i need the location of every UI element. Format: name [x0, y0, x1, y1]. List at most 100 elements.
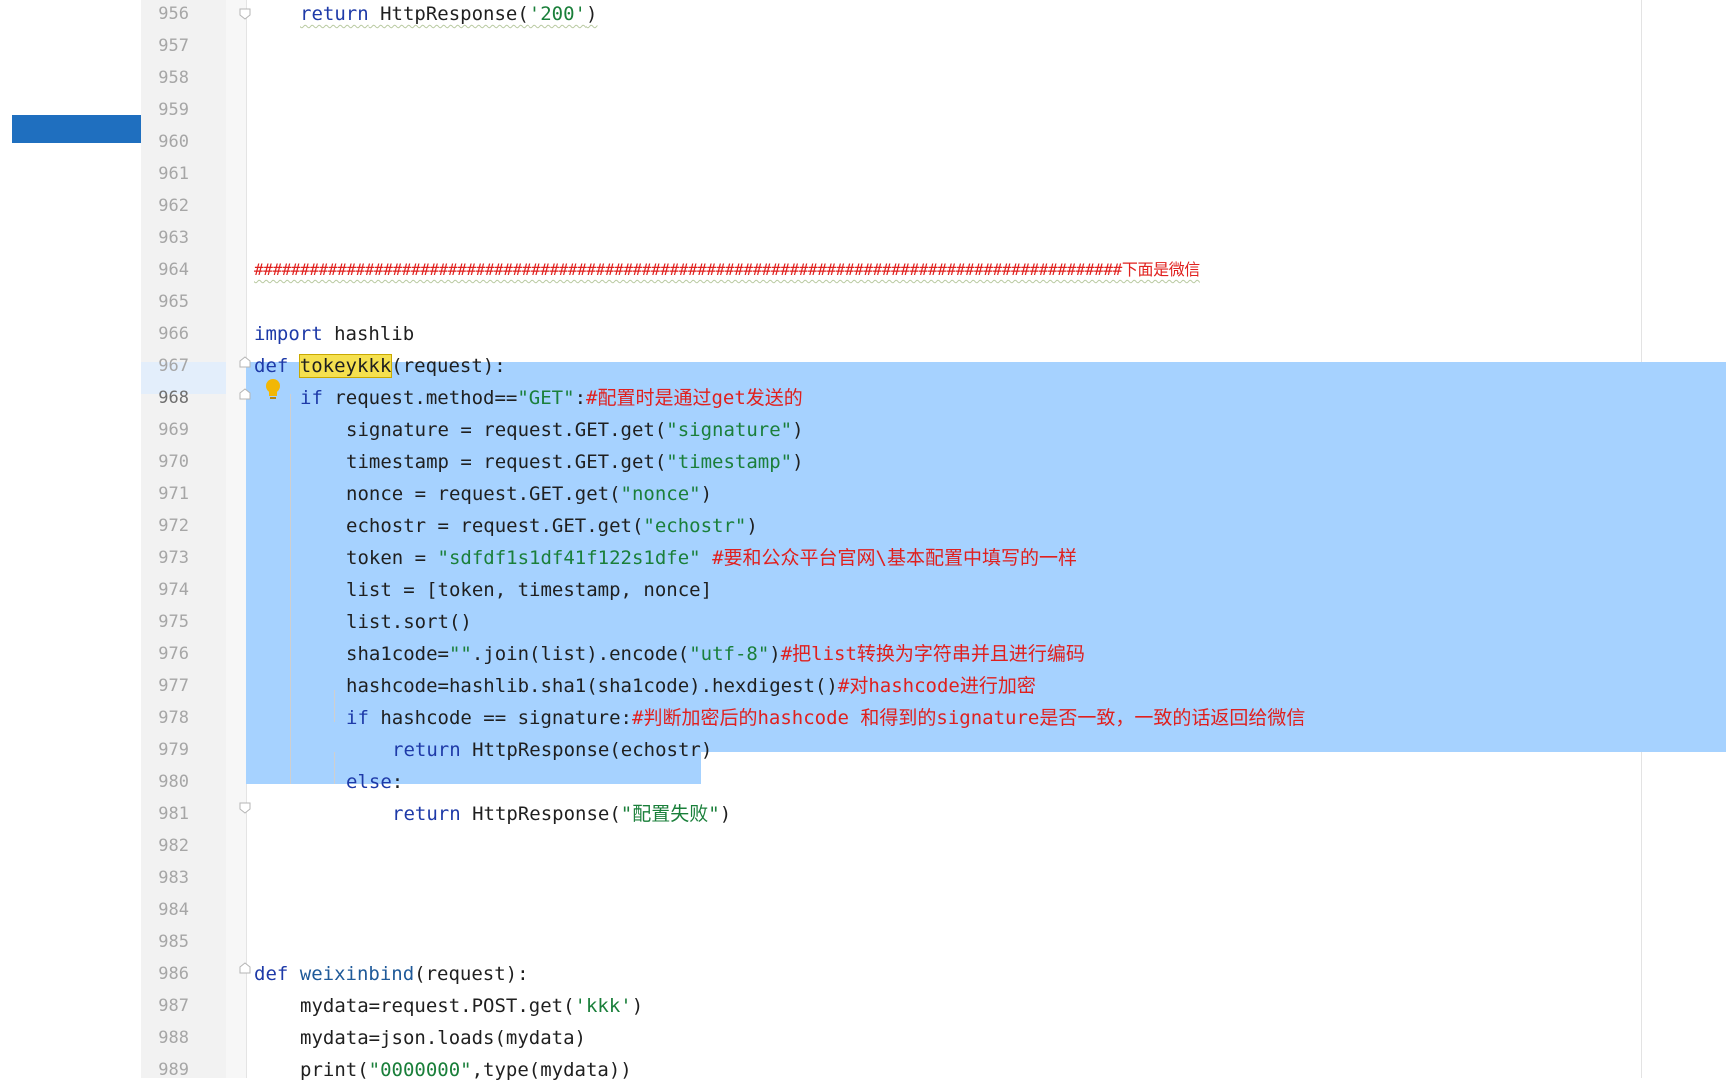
- line-number: 960: [158, 132, 189, 152]
- string-literal: "sdfdf1s1df41f122s1dfe": [437, 547, 701, 569]
- fold-marker-icon[interactable]: [239, 388, 251, 400]
- line-number: 988: [158, 1028, 189, 1048]
- line-number: 989: [158, 1060, 189, 1080]
- left-panel-selected-item[interactable]: [12, 115, 141, 143]
- code-text: nonce = request.GET.get(: [346, 483, 621, 505]
- code-line-969[interactable]: signature = request.GET.get("signature"): [346, 414, 804, 446]
- code-line-978[interactable]: if hashcode == signature:#判断加密后的hashcode…: [346, 702, 1305, 734]
- code-line-981[interactable]: return HttpResponse("配置失败"): [392, 798, 731, 830]
- line-number: 957: [158, 36, 189, 56]
- code-text: token =: [346, 547, 438, 569]
- code-text: timestamp = request.GET.get(: [346, 451, 667, 473]
- line-number: 984: [158, 900, 189, 920]
- string-literal: "timestamp": [666, 451, 793, 473]
- line-number: 977: [158, 676, 189, 696]
- code-line-966[interactable]: import hashlib: [254, 318, 414, 350]
- code-line-975[interactable]: list.sort(): [346, 606, 472, 638]
- left-panel-edge: [0, 0, 141, 1078]
- code-line-973[interactable]: token = "sdfdf1s1df41f122s1dfe" #要和公众平台官…: [346, 542, 1077, 574]
- code-text: hashcode == signature:: [368, 707, 632, 729]
- code-text: HttpResponse(: [368, 3, 529, 25]
- line-number: 958: [158, 68, 189, 88]
- string-literal: "0000000": [368, 1059, 472, 1081]
- code-line-968[interactable]: if request.method=="GET":#配置时是通过get发送的: [300, 382, 803, 414]
- line-number: 959: [158, 100, 189, 120]
- code-text: sha1code=: [346, 643, 449, 665]
- line-number: 974: [158, 580, 189, 600]
- code-line-980[interactable]: else:: [346, 766, 403, 798]
- code-text: hashcode=hashlib.sha1(sha1code).hexdiges…: [346, 675, 838, 697]
- line-number: 985: [158, 932, 189, 952]
- code-text: echostr = request.GET.get(: [346, 515, 644, 537]
- string-literal: "nonce": [620, 483, 701, 505]
- code-text: :: [574, 387, 587, 409]
- keyword: if: [346, 707, 369, 729]
- line-number: 979: [158, 740, 189, 760]
- fold-marker-icon[interactable]: [239, 802, 251, 814]
- code-line-989[interactable]: print("0000000",type(mydata)): [300, 1054, 632, 1086]
- code-text: ): [631, 995, 644, 1017]
- code-text: ): [769, 643, 781, 665]
- line-number: 963: [158, 228, 189, 248]
- code-line-967[interactable]: def tokeykkk(request):: [254, 350, 506, 382]
- comment: #要和公众平台官网\基本配置中填写的一样: [700, 547, 1077, 569]
- keyword: return: [392, 739, 461, 761]
- comment: 下面是微信: [1121, 260, 1200, 279]
- code-line-988[interactable]: mydata=json.loads(mydata): [300, 1022, 586, 1054]
- code-line-976[interactable]: sha1code="".join(list).encode("utf-8")#把…: [346, 638, 1085, 670]
- line-number: 964: [158, 260, 189, 280]
- code-text: ): [746, 515, 758, 537]
- code-text: ): [792, 451, 804, 473]
- string-literal: "": [448, 643, 472, 665]
- code-line-964[interactable]: ########################################…: [254, 254, 1200, 286]
- comment: #配置时是通过get发送的: [586, 387, 803, 409]
- code-line-970[interactable]: timestamp = request.GET.get("timestamp"): [346, 446, 804, 478]
- selection-block: [246, 362, 1726, 752]
- comment: ########################################…: [254, 260, 1122, 279]
- code-text: signature = request.GET.get(: [346, 419, 667, 441]
- line-number: 956: [158, 4, 189, 24]
- code-text: :: [391, 771, 404, 793]
- keyword: import: [254, 323, 323, 345]
- string-literal: 'kkk': [574, 995, 632, 1017]
- code-text: request.method==: [322, 387, 518, 409]
- line-number-current: 968: [158, 388, 189, 408]
- code-line-972[interactable]: echostr = request.GET.get("echostr"): [346, 510, 758, 542]
- code-line-986[interactable]: def weixinbind(request):: [254, 958, 529, 990]
- line-number: 972: [158, 516, 189, 536]
- fold-marker-icon[interactable]: [239, 8, 251, 20]
- code-line-956[interactable]: return HttpResponse('200'): [300, 0, 597, 30]
- line-number: 970: [158, 452, 189, 472]
- keyword: def: [254, 963, 289, 985]
- code-text: mydata=request.POST.get(: [300, 995, 575, 1017]
- code-line-979[interactable]: return HttpResponse(echostr): [392, 734, 712, 766]
- code-line-977[interactable]: hashcode=hashlib.sha1(sha1code).hexdiges…: [346, 670, 1036, 702]
- string-literal: "GET": [517, 387, 575, 409]
- comment: #把list转换为字符串并且进行编码: [780, 643, 1085, 665]
- line-number: 961: [158, 164, 189, 184]
- indent-guide: [334, 690, 335, 722]
- code-text: (request):: [391, 355, 506, 377]
- line-number: 973: [158, 548, 189, 568]
- comment: #判断加密后的hashcode 和得到的signature是否一致，一致的话返回…: [632, 707, 1306, 729]
- lightbulb-icon[interactable]: [264, 378, 282, 402]
- line-number: 978: [158, 708, 189, 728]
- line-number: 987: [158, 996, 189, 1016]
- code-text: ): [700, 483, 713, 505]
- indent-guide: [334, 752, 335, 784]
- line-number: 981: [158, 804, 189, 824]
- line-number: 986: [158, 964, 189, 984]
- fold-marker-icon[interactable]: [239, 356, 251, 368]
- indent-guide: [290, 394, 291, 784]
- line-number: 966: [158, 324, 189, 344]
- code-line-974[interactable]: list = [token, timestamp, nonce]: [346, 574, 712, 606]
- fold-marker-icon[interactable]: [239, 962, 251, 974]
- string-literal: "utf-8": [689, 643, 770, 665]
- keyword: return: [300, 3, 369, 25]
- line-number: 969: [158, 420, 189, 440]
- line-number: 971: [158, 484, 189, 504]
- code-line-971[interactable]: nonce = request.GET.get("nonce"): [346, 478, 712, 510]
- string-literal: "echostr": [643, 515, 747, 537]
- line-number: 975: [158, 612, 189, 632]
- code-line-987[interactable]: mydata=request.POST.get('kkk'): [300, 990, 643, 1022]
